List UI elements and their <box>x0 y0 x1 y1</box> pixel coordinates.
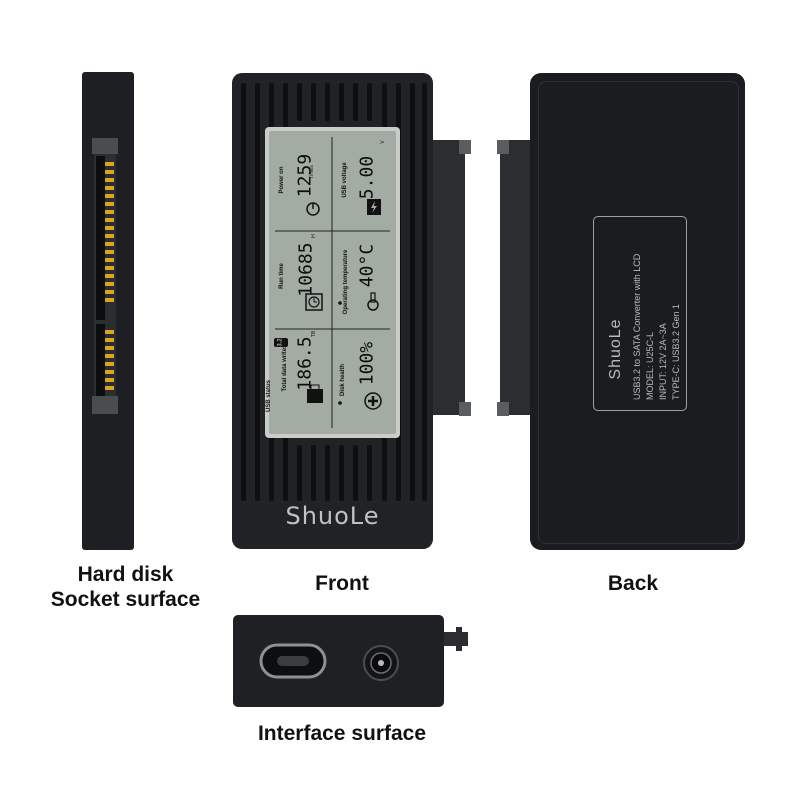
lightning-icon <box>367 199 381 215</box>
back-sata-tongue-tab-top <box>497 140 509 154</box>
heatsink-fin <box>325 83 330 121</box>
lcd-run-time-value: 10685 <box>295 242 317 297</box>
lcd-total-writes-unit: TB <box>311 330 317 338</box>
heatsink-fin <box>353 83 358 121</box>
sata-pin <box>105 178 114 182</box>
sata-pin <box>105 354 114 358</box>
sata-pin <box>105 274 114 278</box>
heatsink-fin <box>367 445 372 501</box>
lcd-run-time-unit: H <box>311 234 317 238</box>
sata-connector-illustration <box>92 138 118 414</box>
back-label-line3: INPUT: 12V 2A~3A <box>658 323 668 400</box>
lcd-display: Power on 1259 Times USB voltage 5.00 V R… <box>266 131 396 434</box>
lcd-temp-value: 40°C <box>356 243 378 288</box>
hard-disk-socket-surface <box>82 72 134 550</box>
front-brand-logo: ShuoLe <box>285 502 380 530</box>
heatsink-fin <box>297 445 302 501</box>
heatsink-fin <box>339 83 344 121</box>
back-device-body <box>530 73 745 550</box>
caption-interface: Interface surface <box>257 722 427 745</box>
sata-pin <box>105 194 114 198</box>
lcd-usb-status-badge: 3.2 <box>277 338 284 347</box>
caption-hard-disk-line1: Hard disk <box>77 563 174 586</box>
lcd-power-on-label: Power on <box>279 166 285 194</box>
lcd-grid <box>275 137 390 428</box>
caption-hard-disk: Hard disk Socket surface <box>48 562 203 612</box>
sata-pin <box>105 170 114 174</box>
sata-pin <box>105 242 114 246</box>
dc-power-jack-icon <box>363 645 399 681</box>
heatsink-fin <box>422 83 427 501</box>
back-label-line2: MODEL: U25C-L <box>645 331 655 400</box>
sata-pin <box>105 330 114 334</box>
front-sata-tongue <box>433 140 465 415</box>
health-indicator-dot <box>338 401 342 405</box>
sata-pin <box>105 162 114 166</box>
interface-sata-tab <box>440 632 468 646</box>
back-product-label <box>593 216 687 411</box>
sata-pin <box>105 378 114 382</box>
back-brand-logo: ShuoLe <box>607 318 624 380</box>
sata-pin <box>105 218 114 222</box>
caption-front: Front <box>315 572 369 595</box>
sata-pin <box>105 346 114 350</box>
interface-ports <box>259 643 399 681</box>
sata-pin <box>105 362 114 366</box>
sata-pin <box>105 250 114 254</box>
heatsink-fin <box>367 83 372 121</box>
lcd-usb-status-badge-bg: 3.2 <box>274 338 288 347</box>
sata-pin <box>105 338 114 342</box>
front-sata-tongue-tab-top <box>459 140 471 154</box>
sata-pin <box>105 210 114 214</box>
lcd-usb-voltage-label: USB voltage <box>342 162 348 198</box>
heatsink-fin <box>410 83 415 501</box>
back-sata-tongue-tab-bottom <box>497 402 509 416</box>
heatsink-fin <box>353 445 358 501</box>
lcd-disk-health-label: Disk health <box>340 364 346 397</box>
sata-pin <box>105 370 114 374</box>
thermometer-icon <box>367 292 379 311</box>
heatsink-fin <box>339 445 344 501</box>
front-sata-tongue-tab-bottom <box>459 402 471 416</box>
back-label-line1: USB3.2 to SATA Converter with LCD <box>632 253 642 400</box>
lcd-usb-voltage-value: 5.00 <box>356 155 378 200</box>
power-on-icon <box>306 202 320 216</box>
sata-pin <box>105 186 114 190</box>
lcd-power-on-unit: Times <box>309 165 315 179</box>
heatsink-fin <box>311 445 316 501</box>
sata-pin <box>105 290 114 294</box>
lcd-usb-voltage-unit: V <box>380 140 386 144</box>
heatsink-fin <box>297 83 302 121</box>
sata-pin <box>105 386 114 390</box>
heatsink-fin <box>311 83 316 121</box>
usb-drive-icon <box>307 384 323 403</box>
caption-back: Back <box>607 572 659 595</box>
interface-sata-tab-end <box>456 627 462 651</box>
lcd-usb-status-label: USB status <box>266 380 272 413</box>
heatsink-fin <box>255 83 260 501</box>
caption-hard-disk-line2: Socket surface <box>50 588 201 611</box>
sata-pin <box>105 202 114 206</box>
back-sata-tongue <box>500 140 534 415</box>
heatsink-fin <box>241 83 246 501</box>
lcd-temp-label: Operating temperature <box>343 249 349 315</box>
lcd-disk-health-value: 100% <box>356 341 378 386</box>
back-label-line4: TYPE-C: USB3.2 Gen 1 <box>671 303 681 400</box>
back-inner-bevel <box>538 81 739 544</box>
sata-pin <box>105 226 114 230</box>
sata-pin <box>105 266 114 270</box>
heatsink-fin <box>325 445 330 501</box>
sata-pin <box>105 234 114 238</box>
usb-c-port-icon <box>259 643 327 679</box>
interface-device-body <box>233 615 444 707</box>
disk-health-icon <box>364 392 382 410</box>
sata-pin <box>105 298 114 302</box>
clock-icon <box>305 293 323 311</box>
lcd-run-time-label: Run time <box>279 263 285 289</box>
sata-pin <box>105 258 114 262</box>
sata-pin <box>105 282 114 286</box>
temp-indicator-dot <box>338 301 342 305</box>
